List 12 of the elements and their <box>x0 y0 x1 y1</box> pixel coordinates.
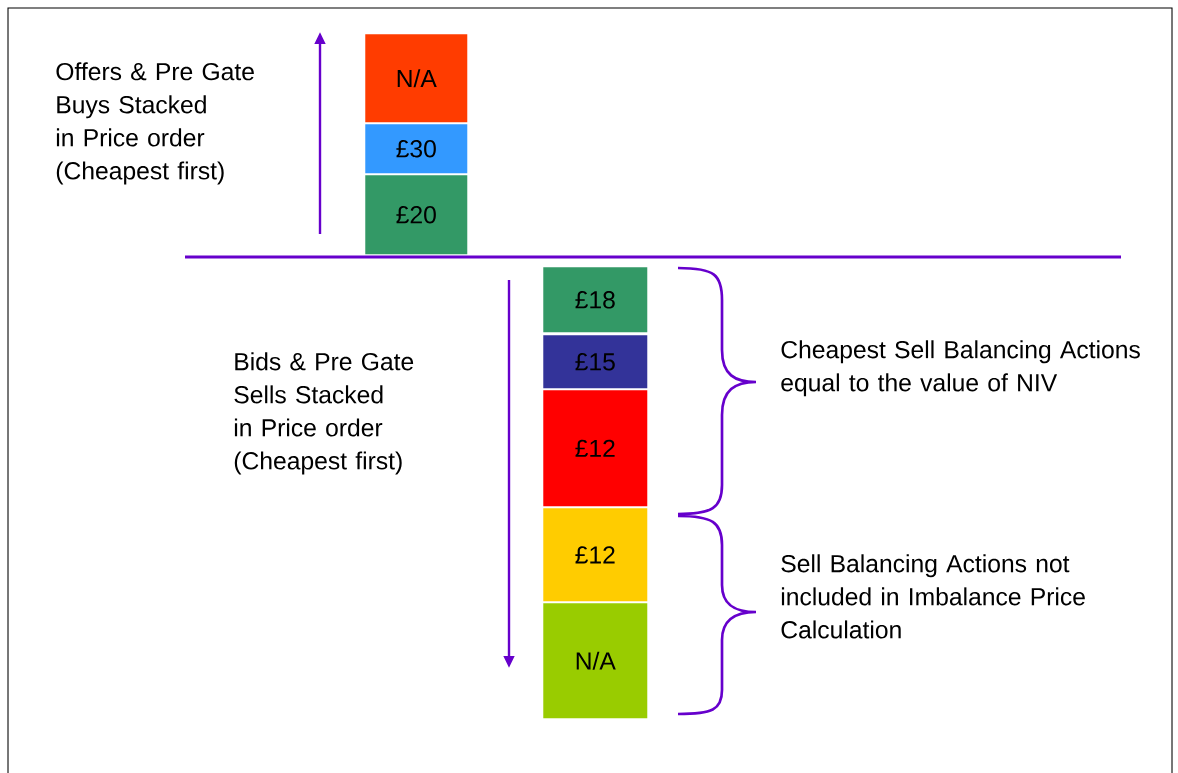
price-block: £12 <box>543 508 648 602</box>
price-block: N/A <box>543 603 648 719</box>
annotation-text: Cheapest Sell Balancing Actions equal to the value of NIV <box>781 340 1140 397</box>
price-block: £18 <box>543 267 648 333</box>
annotation-text: Bids & Pre Gate Sells Stacked in Price order (Cheapest first) <box>234 352 414 475</box>
price-block: N/A <box>365 34 468 123</box>
price-block: £12 <box>543 390 648 507</box>
price-block: £15 <box>543 335 648 389</box>
price-block: £20 <box>365 175 468 255</box>
annotation-text: Offers & Pre Gate Buys Stacked in Price order (Cheapest first) <box>56 62 254 185</box>
annotation-text: Sell Balancing Actions not included in Imbalance Price Calculation <box>781 554 1085 639</box>
price-block: £30 <box>365 124 468 174</box>
